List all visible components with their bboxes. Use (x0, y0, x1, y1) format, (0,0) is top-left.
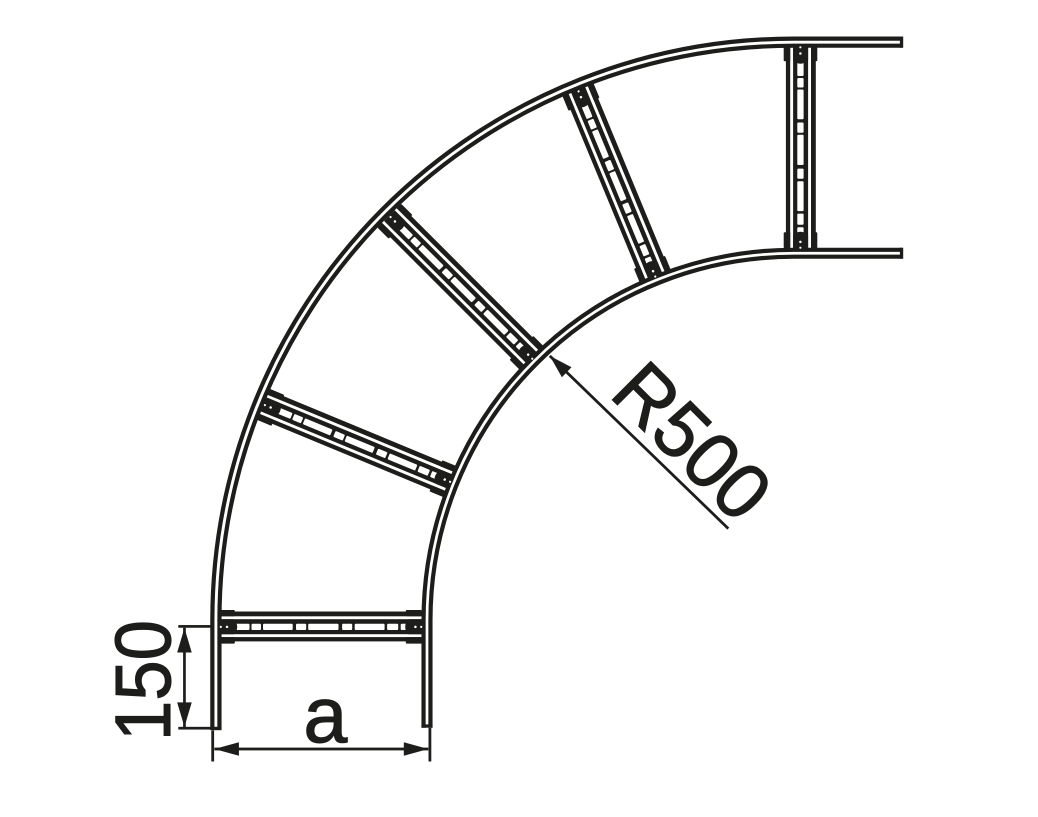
svg-text:150: 150 (98, 620, 187, 741)
svg-text:a: a (303, 670, 347, 759)
